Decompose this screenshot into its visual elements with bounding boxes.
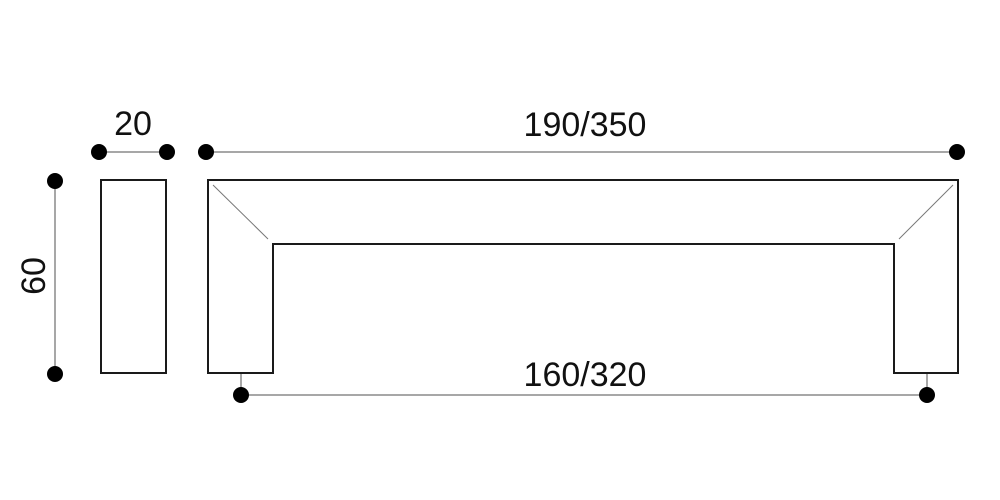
side-view-profile-rect — [100, 179, 167, 374]
dimension-endpoint-dot — [919, 387, 935, 403]
front-view — [207, 179, 959, 374]
dimension-side-width: 20 — [91, 105, 175, 160]
dim-label-overall-length: 190/350 — [524, 106, 647, 144]
dimension-side-height: 60 — [15, 173, 63, 382]
dimension-endpoint-dot — [91, 144, 107, 160]
dimension-endpoint-dot — [47, 173, 63, 189]
dim-label-side-height: 60 — [15, 257, 53, 295]
dimension-endpoint-dot — [949, 144, 965, 160]
side-view — [100, 179, 167, 374]
handle-front-outline — [207, 179, 959, 374]
dimension-endpoint-dot — [47, 366, 63, 382]
dimension-center-distance: 160/320 — [233, 356, 935, 403]
dimension-overall-length: 190/350 — [198, 106, 965, 160]
dimension-endpoint-dot — [233, 387, 249, 403]
miter-line-left — [212, 184, 269, 240]
dimension-endpoint-dot — [159, 144, 175, 160]
dim-label-center-distance: 160/320 — [524, 356, 647, 394]
dimension-endpoint-dot — [198, 144, 214, 160]
miter-line-right — [898, 184, 954, 240]
dim-label-side-width: 20 — [114, 105, 152, 143]
